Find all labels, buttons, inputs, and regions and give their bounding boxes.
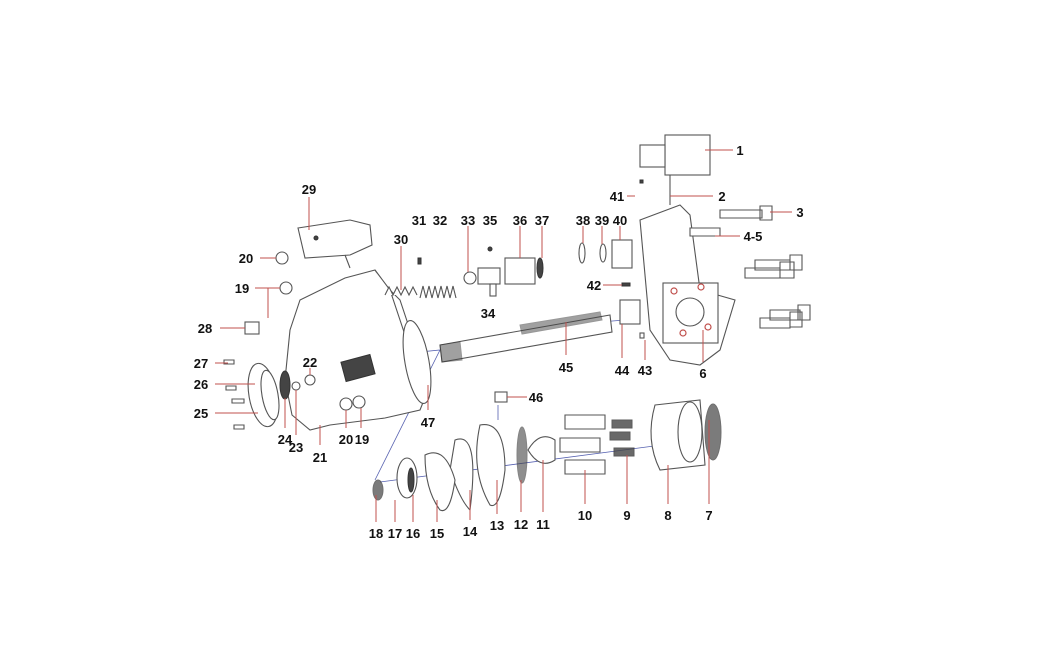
regulator-block <box>639 134 711 205</box>
label-p15: 15 <box>430 526 444 541</box>
bushing-40 <box>611 239 633 269</box>
label-p6: 6 <box>699 366 706 381</box>
label-p35: 35 <box>483 213 497 228</box>
label-p43: 43 <box>638 363 652 378</box>
plug-20 <box>275 251 289 265</box>
label-p46: 46 <box>529 390 543 405</box>
label-p20a: 20 <box>239 251 253 266</box>
ring-38 <box>578 242 586 264</box>
label-p24: 24 <box>278 432 293 447</box>
label-p17: 17 <box>388 526 402 541</box>
label-p47: 47 <box>421 415 435 430</box>
leader-line-paths <box>215 149 792 522</box>
label-p29: 29 <box>302 182 316 197</box>
label-p3: 3 <box>796 205 803 220</box>
drive-shaft <box>439 282 645 363</box>
label-p31: 31 <box>412 213 426 228</box>
plug-28 <box>244 321 260 335</box>
label-p20b: 20 <box>339 432 353 447</box>
bolts <box>689 205 811 329</box>
label-p19b: 19 <box>355 432 369 447</box>
label-p32: 32 <box>433 213 447 228</box>
label-p34: 34 <box>481 306 496 321</box>
label-p38: 38 <box>576 213 590 228</box>
label-p36: 36 <box>513 213 527 228</box>
label-p42: 42 <box>587 278 601 293</box>
label-p2: 2 <box>718 189 725 204</box>
spring-assembly <box>384 246 544 299</box>
label-p19a: 19 <box>235 281 249 296</box>
label-p7: 7 <box>705 508 712 523</box>
end-cover <box>223 359 301 430</box>
label-p27: 27 <box>194 356 208 371</box>
part-labels: 1234-56789101112131415161718191920202122… <box>194 143 804 541</box>
label-p25: 25 <box>194 406 208 421</box>
label-p40: 40 <box>613 213 627 228</box>
label-p11: 11 <box>536 517 550 532</box>
control-valve <box>297 219 373 269</box>
ring-39 <box>599 243 607 263</box>
label-p37: 37 <box>535 213 549 228</box>
label-p13: 13 <box>490 518 504 533</box>
label-p45: 4-5 <box>744 229 763 244</box>
label-p41: 41 <box>610 189 624 204</box>
label-p8: 8 <box>664 508 671 523</box>
label-p9: 9 <box>623 508 630 523</box>
label-p45s: 45 <box>559 360 573 375</box>
o-ring-19 <box>279 281 293 295</box>
label-p44: 44 <box>615 363 630 378</box>
pump-housing <box>284 269 432 431</box>
label-p23: 23 <box>289 440 303 455</box>
label-p14: 14 <box>463 524 478 539</box>
label-p26: 26 <box>194 377 208 392</box>
label-p21: 21 <box>313 450 327 465</box>
label-p39: 39 <box>595 213 609 228</box>
label-p22: 22 <box>303 355 317 370</box>
label-p18: 18 <box>369 526 383 541</box>
label-p10: 10 <box>578 508 592 523</box>
label-p12: 12 <box>514 517 528 532</box>
label-p30: 30 <box>394 232 408 247</box>
label-p16: 16 <box>406 526 420 541</box>
label-p28: 28 <box>198 321 212 336</box>
label-p1: 1 <box>736 143 743 158</box>
leader-lines <box>215 149 792 522</box>
label-p33: 33 <box>461 213 475 228</box>
rotating-group <box>372 391 722 512</box>
port-plate <box>639 204 736 366</box>
